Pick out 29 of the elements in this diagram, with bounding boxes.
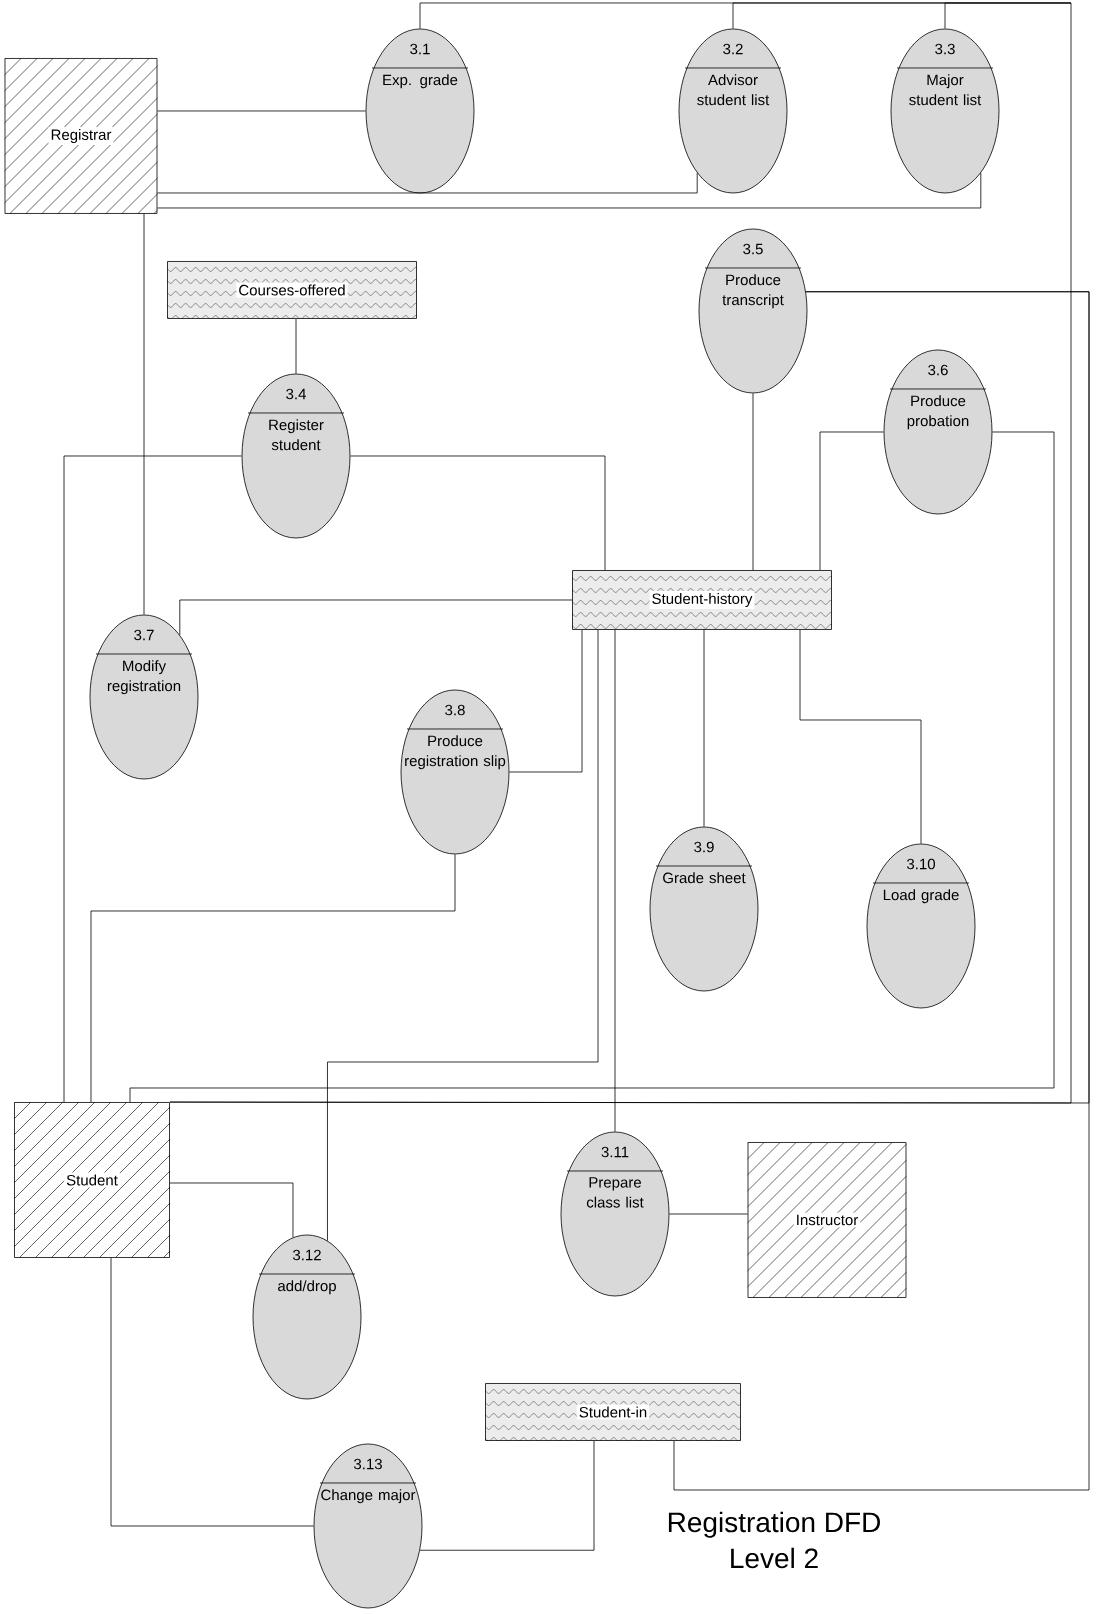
data-flow-line [157, 110, 366, 112]
data-flow-line [129, 431, 1055, 1103]
data-flow-line [799, 629, 922, 844]
external-entity-box: Instructor [747, 1142, 907, 1298]
data-flow-line [169, 1182, 294, 1238]
data-flow-line [350, 455, 606, 571]
data-flow-line [669, 1213, 748, 1215]
data-flow-line [295, 318, 297, 374]
data-store-box: Courses-offered [167, 261, 417, 319]
data-flow-line [143, 213, 145, 615]
data-store-box: Student-history [572, 570, 832, 630]
data-flow-line [179, 599, 573, 636]
data-flow-line [63, 455, 242, 1103]
data-flow-line [703, 629, 705, 827]
data-flow-line [752, 393, 754, 571]
external-entity-box: Student [14, 1102, 170, 1258]
data-flow-line [157, 172, 698, 194]
data-flow-line [90, 854, 456, 1103]
data-store-box: Student-in [485, 1383, 741, 1441]
data-flow-line [819, 431, 884, 571]
data-flow-line [673, 291, 1090, 1491]
data-flow-line [509, 629, 583, 773]
data-flow-line [419, 1440, 595, 1551]
data-flow-line [327, 629, 599, 1242]
data-flow-line [614, 629, 616, 1132]
external-entity-box: Registrar [4, 58, 158, 214]
data-flow-line [110, 1257, 314, 1527]
diagram-title: Registration DFD Level 2 [668, 1511, 880, 1569]
data-flow-line [157, 172, 982, 209]
